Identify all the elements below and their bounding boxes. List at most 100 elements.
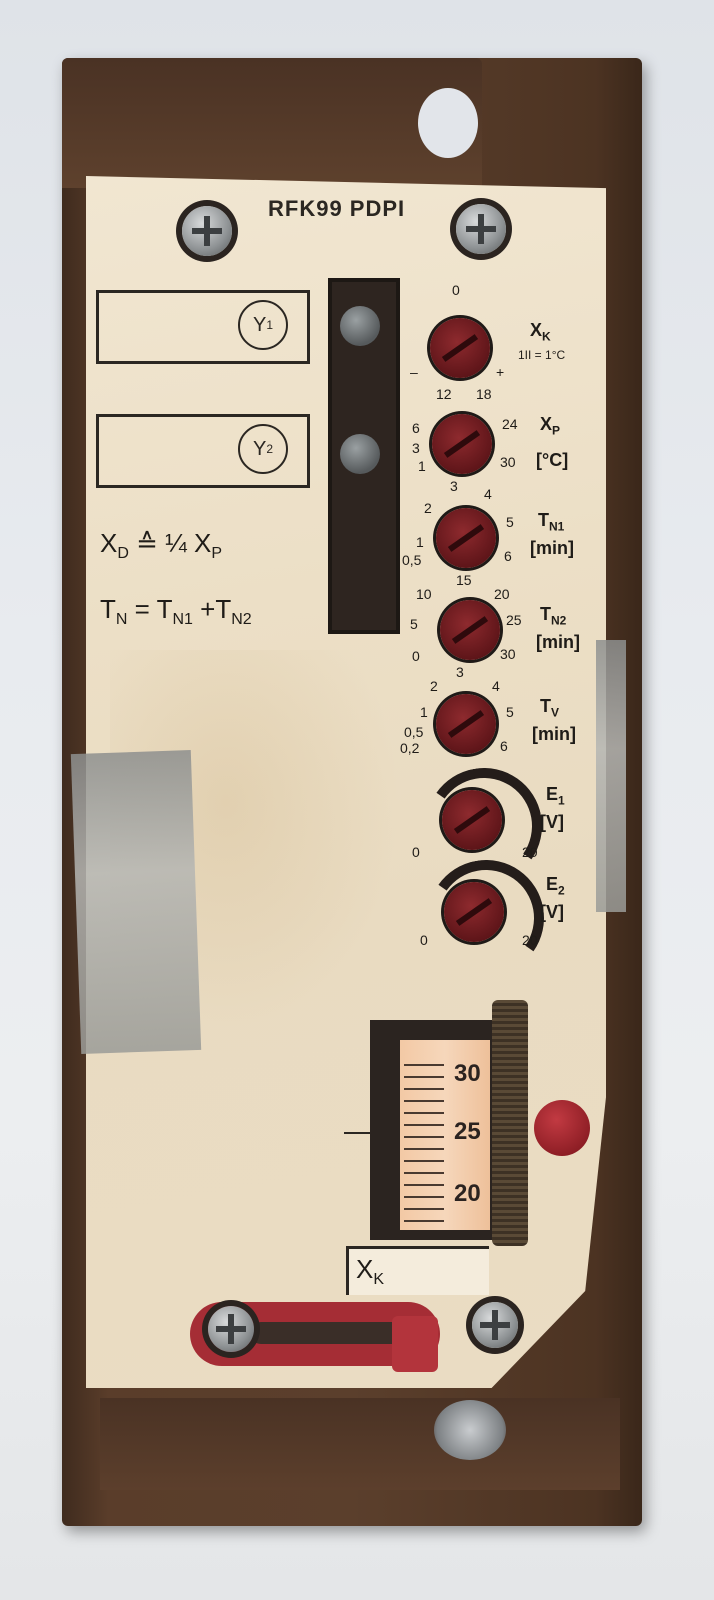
dial-tn2-sub: N2 — [551, 613, 567, 628]
xk-label-x: X — [356, 1254, 374, 1284]
dial-tv-tick-4: 4 — [492, 678, 500, 694]
xk-label-box — [346, 1246, 489, 1295]
dial-tn2-tick-10: 10 — [416, 586, 432, 602]
formula-xd: XD ≙ ¼ XP — [100, 528, 222, 563]
dial-e1-unit: [V] — [540, 812, 564, 832]
dial-tv-sub: V — [551, 705, 560, 720]
scale-pointer-line — [344, 1132, 370, 1134]
output-y2-letter: Y — [252, 437, 267, 460]
dial-xp-label: XP — [540, 414, 560, 438]
dial-xp-tick-18: 18 — [476, 386, 492, 402]
scale-number-20: 20 — [454, 1180, 481, 1207]
tape-strip-right — [596, 640, 626, 912]
slider-screw-left — [208, 1306, 254, 1352]
dial-xp-tick-30: 30 — [500, 454, 516, 470]
formula-xd-rest-sub: P — [211, 545, 223, 563]
dial-tn2-tick-20: 20 — [494, 586, 510, 602]
output-y1-letter: Y — [252, 313, 267, 336]
formula-tn-rest: = T — [127, 594, 173, 624]
formula-tn-sub: N — [115, 611, 128, 629]
dial-xk-tick-plus: + — [496, 364, 505, 380]
mounting-screw-top-right — [456, 204, 506, 254]
slider-screw-right — [472, 1302, 518, 1348]
dial-e1-label: E1 — [546, 784, 565, 808]
top-cap — [62, 58, 482, 188]
dial-tv-name: T — [540, 696, 551, 716]
dial-tn2-name: T — [540, 604, 551, 624]
dial-tn1-label: TN1 — [538, 510, 564, 534]
release-slider-slot — [250, 1322, 420, 1344]
dial-e2-knob[interactable] — [444, 882, 504, 942]
output-y2-box — [96, 414, 310, 488]
mounting-screw-top-left — [182, 206, 232, 256]
formula-tn-plus-sub: N2 — [231, 611, 252, 629]
dial-tv-unit: [min] — [532, 724, 576, 744]
dial-e2-sub: 2 — [558, 883, 565, 898]
dial-tv-tick-05: 0,5 — [404, 724, 424, 740]
dial-tn2-tick-5: 5 — [410, 616, 418, 632]
dial-tn1-tick-1: 1 — [416, 534, 424, 550]
dial-tn2-unit: [min] — [536, 632, 580, 652]
dial-tv-tick-5: 5 — [506, 704, 514, 720]
bottom-base — [100, 1398, 620, 1490]
dial-tv-label: TV — [540, 696, 559, 720]
dial-tn1-unit: [min] — [530, 538, 574, 558]
dial-e2-label: E2 — [546, 874, 565, 898]
dial-e1-knob[interactable] — [442, 790, 502, 850]
dial-tv-tick-3: 3 — [456, 664, 464, 680]
scale-number-25: 25 — [454, 1118, 481, 1145]
setpoint-lock-knob[interactable] — [534, 1100, 590, 1156]
dial-tv-tick-02: 0,2 — [400, 740, 420, 756]
dial-xk-label: XK — [530, 320, 551, 344]
terminal-screw-1[interactable] — [340, 306, 380, 346]
tape-strip-left — [70, 749, 202, 1055]
dial-xp-sub: P — [552, 423, 561, 438]
dial-tn2-tick-0: 0 — [412, 648, 420, 664]
dial-tn1-tick-5: 5 — [506, 514, 514, 530]
dial-xp-tick-6: 6 — [412, 420, 420, 436]
dial-tn2-tick-30: 30 — [500, 646, 516, 662]
dial-tn1-tick-6: 6 — [504, 548, 512, 564]
release-slider-handle[interactable] — [392, 1316, 438, 1372]
dial-xk-knob[interactable] — [430, 318, 490, 378]
mounting-hole — [434, 1400, 506, 1460]
setpoint-scale-ticks — [404, 1064, 444, 1224]
dial-tv-knob[interactable] — [436, 694, 496, 754]
setpoint-thumbwheel[interactable] — [492, 1000, 528, 1246]
formula-tn-rest-sub: N1 — [172, 611, 193, 629]
dial-xk-tick-minus: – — [410, 364, 418, 380]
dial-tn1-tick-4: 4 — [484, 486, 492, 502]
dial-e1-sub: 1 — [558, 793, 565, 808]
dial-xp-tick-24: 24 — [502, 416, 518, 432]
scale-number-30: 30 — [454, 1060, 481, 1087]
dial-tn1-tick-05: 0,5 — [402, 552, 422, 568]
dial-e2-tick-20: 20 — [522, 932, 538, 948]
dial-xp-unit: [°C] — [536, 450, 569, 470]
dial-xk-sub: K — [542, 329, 551, 344]
dial-e1-name: E — [546, 784, 559, 804]
dial-tn1-knob[interactable] — [436, 508, 496, 568]
dial-e1-tick-0: 0 — [412, 844, 420, 860]
top-notch — [418, 88, 478, 158]
dial-xp-name: X — [540, 414, 553, 434]
model-label: RFK99 PDPI — [268, 196, 406, 221]
dial-tn2-label: TN2 — [540, 604, 566, 628]
dial-xk-name: X — [530, 320, 543, 340]
formula-tn-plus: +T — [192, 594, 232, 624]
dial-tv-tick-6: 6 — [500, 738, 508, 754]
formula-tn-t: T — [100, 594, 116, 624]
output-y1-box — [96, 290, 310, 364]
dial-xp-knob[interactable] — [432, 414, 492, 474]
dial-tn2-tick-25: 25 — [506, 612, 522, 628]
dial-tn1-sub: N1 — [549, 519, 565, 534]
dial-xk-tick-0: 0 — [452, 282, 460, 298]
formula-tn: TN = TN1 +TN2 — [100, 594, 252, 629]
dial-xk-unit: 1II = 1°C — [518, 348, 566, 362]
terminal-screw-2[interactable] — [340, 434, 380, 474]
output-y2-sub: 2 — [266, 442, 274, 456]
dial-xp-tick-1: 1 — [418, 458, 426, 474]
dial-tn2-knob[interactable] — [440, 600, 500, 660]
dial-tn2-tick-15: 15 — [456, 572, 472, 588]
